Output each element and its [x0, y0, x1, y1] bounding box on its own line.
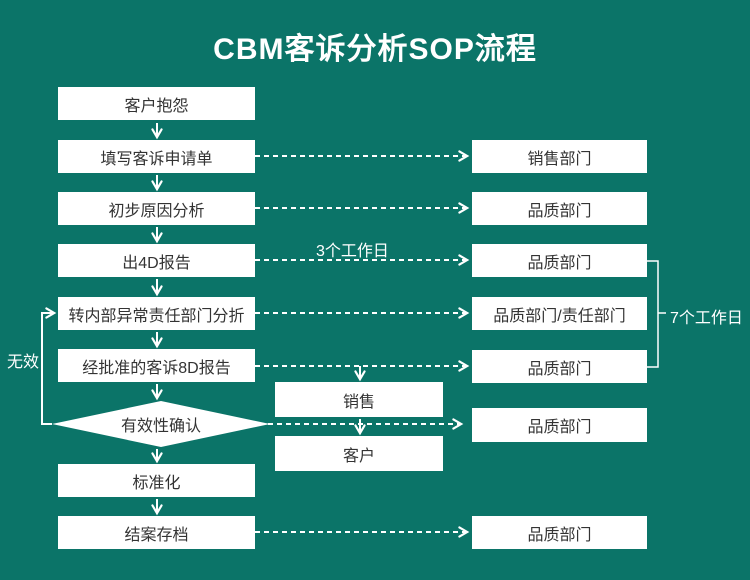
- dept-quality-responsible: 品质部门/责任部门: [472, 297, 647, 330]
- customer-box-label: 客户: [342, 447, 375, 465]
- step-standardization: 标准化: [58, 464, 255, 497]
- step-fill-complaint-form: 填写客诉申请单: [58, 140, 255, 173]
- step-label: 有效性确认: [120, 418, 201, 435]
- step-label: 客户抱怨: [124, 97, 189, 115]
- dept-label: 品质部门: [527, 254, 592, 272]
- step-label: 结案存档: [124, 526, 189, 544]
- dept-quality-4d: 品质部门: [472, 244, 647, 277]
- step-preliminary-cause-analysis: 初步原因分析: [58, 192, 255, 225]
- dept-sales: 销售部门: [472, 140, 647, 173]
- dept-label: 品质部门: [527, 360, 592, 378]
- dept-label: 品质部门: [527, 202, 592, 220]
- step-internal-responsibility-analysis: 转内部异常责任部门分折: [58, 297, 255, 330]
- invalid-label: 无效: [7, 354, 40, 371]
- step-label: 初步原因分析: [108, 202, 205, 220]
- sales-box: 销售: [275, 382, 443, 417]
- step-issue-4d-report: 出4D报告: [58, 244, 255, 277]
- invalid-feedback-line: [41, 307, 57, 425]
- three-working-days-label: 3个工作日: [316, 243, 389, 260]
- dept-quality-analysis: 品质部门: [472, 192, 647, 225]
- step-approved-8d-report: 经批准的客诉8D报告: [58, 349, 255, 382]
- step-label: 转内部异常责任部门分折: [68, 307, 245, 325]
- dept-label: 品质部门/责任部门: [493, 307, 626, 325]
- step-label: 出4D报告: [122, 254, 191, 272]
- step-close-and-archive: 结案存档: [58, 516, 255, 549]
- step-label: 经批准的客诉8D报告: [82, 359, 231, 377]
- dept-label: 品质部门: [527, 419, 592, 436]
- dept-quality-validity: 品质部门: [472, 408, 647, 442]
- step-customer-complaint: 客户抱怨: [58, 87, 255, 120]
- step-label: 标准化: [132, 474, 181, 492]
- customer-box: 客户: [275, 436, 443, 471]
- dept-quality-8d: 品质部门: [472, 350, 647, 383]
- page-title: CBM客诉分析SOP流程: [213, 33, 537, 66]
- sales-box-label: 销售: [342, 393, 375, 411]
- step-validity-confirmation: 有效性确认: [52, 401, 270, 447]
- dept-label: 品质部门: [527, 526, 592, 544]
- dept-label: 销售部门: [527, 150, 592, 168]
- step-label: 填写客诉申请单: [100, 150, 213, 168]
- dept-quality-archive: 品质部门: [472, 516, 647, 549]
- seven-working-days-label: 7个工作日: [670, 310, 743, 327]
- seven-days-bracket: [647, 260, 666, 368]
